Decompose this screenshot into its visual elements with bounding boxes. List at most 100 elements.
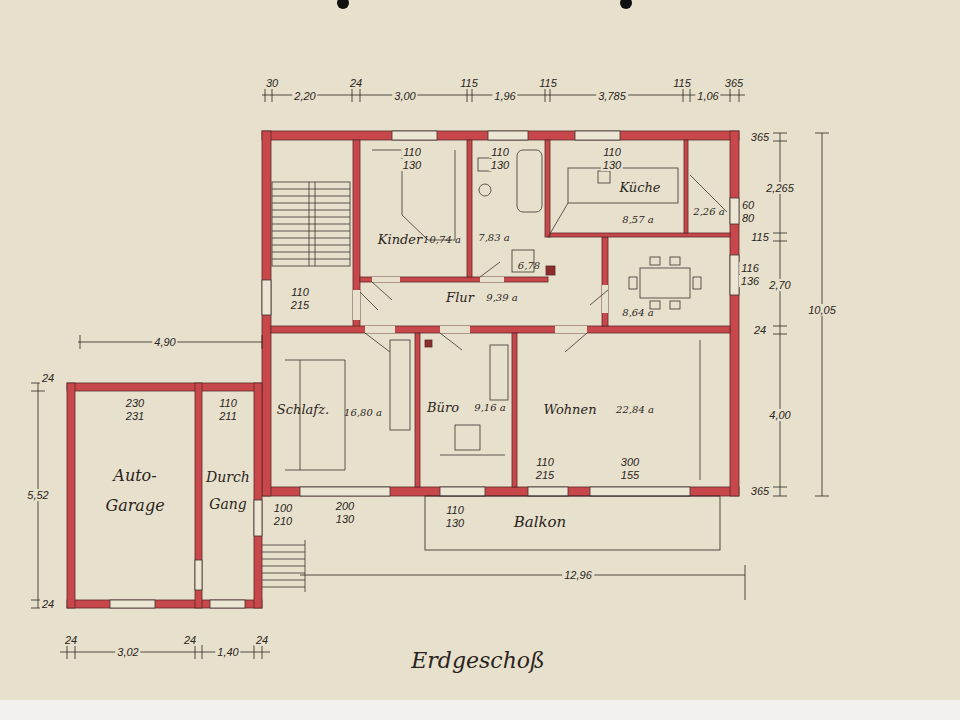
paper [0,0,960,700]
window [730,198,739,224]
room-label: 22,84 a [616,404,654,416]
dimension-label: 210 [272,515,294,527]
dimension-label: 1,96 [492,90,517,102]
room: Flur 9,39 a [360,282,602,326]
wall [602,237,608,326]
wall [67,600,262,608]
fixture-line [629,277,637,289]
dimension-label: 4,00 [767,409,792,421]
dimension-label: 130 [489,159,511,171]
fixture-line [640,268,690,298]
dimension-label: 115 [537,77,559,89]
dimension-label: 130 [334,513,356,525]
room: 2,26 a [688,140,730,233]
window [210,600,245,608]
window [262,280,271,315]
dimension-label: 4,90 [152,336,177,348]
wall [67,383,75,608]
dimension-label: 110 [489,146,511,158]
window [528,487,568,496]
room-label: Balkon [514,514,567,531]
fixture-line [490,345,508,400]
window [440,487,485,496]
dimension-label: 1,40 [215,646,240,658]
punch-hole [337,0,349,9]
fixture-line [568,168,678,203]
window [488,131,528,140]
fixture-line [455,425,480,450]
dimension-label: 12,96 [562,569,594,581]
door-opening [353,277,608,333]
door-opening [365,326,395,333]
punch-hole [620,0,632,9]
room: Büro 9,16 a [420,333,512,487]
dimension-label: 115 [749,231,771,243]
dimension-label: 24 [40,372,56,384]
dimension-label: 110 [217,397,239,409]
dimension-label: 215 [534,469,556,481]
room-label: 2,26 a [693,206,724,218]
dimension-label: 100 [272,502,294,514]
fixture-line [262,150,727,592]
fixture-line [548,175,727,237]
room-name: Flur [446,291,474,306]
dimension-label: 130 [401,159,423,171]
window [575,131,620,140]
room-label: 9,16 a [474,402,505,414]
room: 8,64 a [608,237,730,326]
balkon-outline [425,496,720,550]
room-label: 10,74 a [423,234,461,246]
dimension-label: 24 [254,634,270,646]
fixture-line [272,182,350,266]
wall [271,326,730,333]
dimension-label: 300 [619,456,641,468]
window [110,131,739,608]
room-label: 16,80 a [344,407,382,419]
wall [195,383,202,608]
wall [67,131,739,608]
dimension-label: 136 [739,275,761,287]
dimension-label: 215 [289,299,311,311]
door-opening [372,277,400,282]
dimension-label: 10,05 [806,304,838,316]
room-label: 8,57 a [622,214,653,226]
photo-edge [0,700,960,720]
dimension-line [78,335,262,349]
dimension-label: 365 [723,77,745,89]
dimension-line [31,88,829,659]
fixture-line [598,171,610,183]
dimension-label: 2,20 [292,90,317,102]
window [590,487,690,496]
fixture-line [360,262,608,352]
room-name: Schlafz. [277,403,329,418]
dimension-label: 110 [401,146,423,158]
dimension-label: 365 [749,485,771,497]
wall [415,333,420,487]
dimension-label: 231 [124,410,146,422]
dimension-label: 1,06 [695,90,720,102]
dimension-label: 115 [458,77,480,89]
fixture-line [272,182,350,266]
window [392,131,437,140]
wall [548,233,730,237]
dimension-label: 24 [63,634,79,646]
room-name: Büro [427,401,459,416]
wall [254,383,262,608]
plan-title: Erdgeschoß [411,648,544,673]
dimension-label: 3,00 [392,90,417,102]
door-opening [353,290,360,320]
dimension-label: 110 [601,146,623,158]
wall [353,140,360,330]
room-label: 9,39 a [486,292,517,304]
window [110,600,155,608]
dimension-label: 2,265 [764,182,796,194]
room: 6,78 [472,248,545,277]
room-name: Küche [619,181,660,196]
dimension-line [60,645,270,659]
wall [425,340,432,347]
dimension-label: 130 [444,517,466,529]
wall [545,140,550,237]
dimension-label: 3,02 [115,646,140,658]
room-label: Auto- Garage [99,461,171,522]
